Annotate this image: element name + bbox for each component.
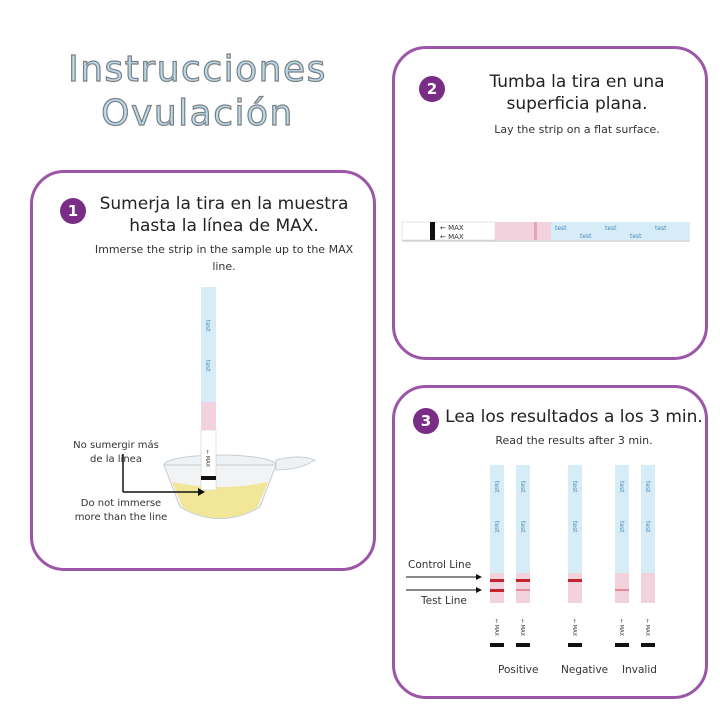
negative-strip: test test ← MAX bbox=[568, 465, 582, 647]
svg-text:test: test bbox=[519, 481, 526, 493]
step-1-card: 1 Sumerja la tira en la muestra hasta la… bbox=[30, 170, 376, 571]
step-2-badge: 2 bbox=[419, 76, 445, 102]
control-line-label: Control Line bbox=[408, 559, 472, 571]
step-3-badge: 3 bbox=[413, 408, 439, 434]
step-2-heading: Tumba la tira en una superficia plana. bbox=[489, 72, 665, 114]
flat-strip-illustration: ← MAX ← MAX test test test test test bbox=[401, 221, 690, 242]
svg-text:← MAX: ← MAX bbox=[618, 619, 624, 637]
results-illustration: test test ← MAX test test ← MAX test tes… bbox=[406, 465, 655, 647]
svg-text:← MAX: ← MAX bbox=[204, 450, 210, 468]
svg-text:← MAX: ← MAX bbox=[571, 619, 577, 637]
page-title: Instrucciones Ovulación bbox=[40, 48, 355, 136]
svg-text:test: test bbox=[493, 521, 500, 533]
svg-text:test: test bbox=[580, 233, 592, 240]
svg-text:test: test bbox=[493, 481, 500, 493]
test-line-label: Test Line bbox=[421, 595, 467, 607]
step-1-note-es: No sumergir más de la línea bbox=[73, 440, 159, 465]
svg-text:test: test bbox=[644, 521, 651, 533]
svg-text:test: test bbox=[618, 521, 625, 533]
svg-text:test: test bbox=[204, 320, 211, 332]
svg-text:test: test bbox=[519, 521, 526, 533]
step-3-subheading: Read the results after 3 min. bbox=[495, 434, 653, 447]
step-1-badge: 1 bbox=[60, 198, 86, 224]
result-negative-label: Negative bbox=[561, 664, 609, 676]
step-1-heading: Sumerja la tira en la muestra hasta la l… bbox=[99, 194, 349, 236]
svg-text:test: test bbox=[555, 225, 567, 232]
invalid-strip-2: test test ← MAX bbox=[641, 465, 655, 647]
svg-text:test: test bbox=[644, 481, 651, 493]
step-2-card: 2 Tumba la tira en una superficia plana.… bbox=[392, 46, 708, 360]
step-1-subheading: Immerse the strip in the sample up to th… bbox=[94, 243, 354, 273]
svg-text:test: test bbox=[655, 225, 667, 232]
svg-text:← MAX: ← MAX bbox=[440, 224, 464, 232]
immersion-illustration: test test ← MAX bbox=[122, 287, 317, 519]
svg-text:← MAX: ← MAX bbox=[644, 619, 650, 637]
title-line-1: Instrucciones bbox=[68, 48, 327, 90]
svg-text:test: test bbox=[630, 233, 642, 240]
svg-text:test: test bbox=[571, 521, 578, 533]
invalid-strip-1: test test ← MAX bbox=[615, 465, 629, 647]
svg-text:test: test bbox=[571, 481, 578, 493]
positive-strip-1: test test ← MAX bbox=[490, 465, 504, 647]
step-3-card: 3 Lea los resultados a los 3 min. Read t… bbox=[392, 385, 708, 699]
svg-text:← MAX: ← MAX bbox=[440, 233, 464, 241]
result-invalid-label: Invalid bbox=[622, 664, 657, 676]
result-positive-label: Positive bbox=[498, 664, 539, 676]
title-line-2: Ovulación bbox=[101, 92, 294, 134]
step-2-subheading: Lay the strip on a flat surface. bbox=[494, 123, 660, 136]
svg-text:← MAX: ← MAX bbox=[493, 619, 499, 637]
svg-text:test: test bbox=[204, 360, 211, 372]
svg-text:← MAX: ← MAX bbox=[519, 619, 525, 637]
svg-text:test: test bbox=[618, 481, 625, 493]
svg-text:test: test bbox=[605, 225, 617, 232]
step-1-note-en: Do not immerse more than the line bbox=[74, 498, 168, 523]
step-3-heading: Lea los resultados a los 3 min. bbox=[445, 407, 703, 427]
positive-strip-2: test test ← MAX bbox=[516, 465, 530, 647]
